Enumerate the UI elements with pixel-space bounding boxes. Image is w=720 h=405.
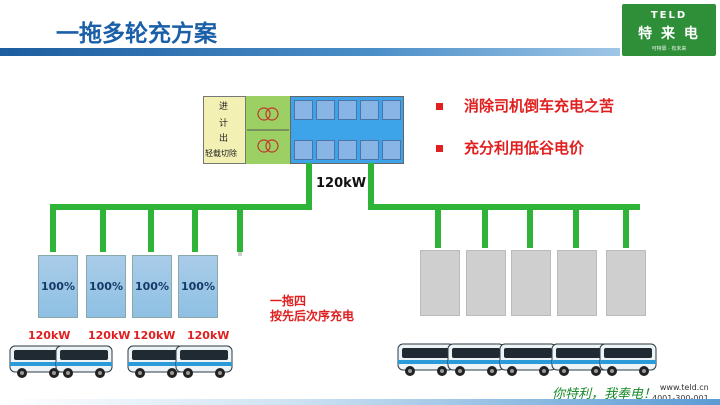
module-cell bbox=[316, 100, 335, 120]
charge-percent: 100% bbox=[181, 280, 215, 293]
module-cell bbox=[360, 100, 379, 120]
drop-line bbox=[623, 204, 629, 248]
charging-pile: 100% bbox=[178, 255, 218, 318]
drop-line bbox=[573, 204, 579, 248]
switch-label-out: 出 bbox=[219, 134, 229, 144]
bullet-marker bbox=[436, 103, 443, 110]
module-cell bbox=[338, 100, 357, 120]
bus-icon bbox=[175, 345, 233, 379]
charge-level-fill bbox=[133, 256, 171, 317]
bullet-off-peak-price: 充分利用低谷电价 bbox=[464, 139, 585, 157]
module-cell bbox=[360, 140, 379, 160]
switch-label-meter: 计 bbox=[219, 119, 229, 129]
charging-pile: 100% bbox=[86, 255, 126, 318]
bus-power-label: 120kW bbox=[316, 176, 367, 191]
bus-kw-label: 120kW bbox=[187, 329, 230, 342]
logo-en-text: TELD bbox=[650, 10, 688, 21]
drop-line bbox=[237, 204, 243, 252]
transformer-icon bbox=[247, 107, 289, 153]
module-cell bbox=[316, 140, 335, 160]
drop-line bbox=[435, 204, 441, 248]
title-underline-bar bbox=[0, 48, 620, 56]
drop-line bbox=[482, 204, 488, 248]
feeder-line-left bbox=[306, 163, 312, 207]
charge-percent: 100% bbox=[89, 280, 123, 293]
switch-label-in: 进 bbox=[219, 102, 229, 112]
charging-pile: 100% bbox=[132, 255, 172, 318]
bus-kw-label: 120kW bbox=[28, 329, 71, 342]
drop-line bbox=[100, 204, 106, 252]
module-cell bbox=[338, 140, 357, 160]
footer-phone: 4001-300-001 bbox=[652, 393, 709, 404]
bus-icon bbox=[55, 345, 113, 379]
switch-label-light-load-cut: 轻载切除 bbox=[205, 149, 237, 158]
module-cell bbox=[382, 140, 401, 160]
charge-percent: 100% bbox=[41, 280, 75, 293]
bottom-decor-bar bbox=[0, 399, 720, 405]
feeder-line-right bbox=[368, 163, 374, 207]
charging-pile: 100% bbox=[38, 255, 78, 318]
footer-website: www.teld.cn bbox=[659, 383, 709, 392]
charging-pile-idle bbox=[511, 250, 551, 316]
drop-line bbox=[148, 204, 154, 252]
charge-percent: 100% bbox=[135, 280, 169, 293]
logo-cn-text: 特 来 电 bbox=[638, 26, 700, 42]
footer-contact: www.teld.cn 4001-300-001 bbox=[652, 382, 709, 404]
drop-line bbox=[50, 204, 56, 252]
right-bus-line bbox=[368, 204, 640, 210]
charging-pile-idle bbox=[420, 250, 460, 316]
charging-pile-idle bbox=[466, 250, 506, 316]
charge-level-fill bbox=[39, 256, 77, 317]
bus-kw-label: 120kW bbox=[88, 329, 131, 342]
bullet-eliminate-reversing: 消除司机倒车充电之苦 bbox=[464, 97, 615, 115]
drop-line bbox=[527, 204, 533, 248]
bus-icon bbox=[499, 343, 557, 377]
bus-icon bbox=[447, 343, 505, 377]
bus-icon bbox=[599, 343, 657, 377]
logo-subtitle: 可特靠 · 有未来 bbox=[651, 46, 687, 52]
bus-icon bbox=[397, 343, 455, 377]
drop-line bbox=[192, 204, 198, 252]
slide-title: 一拖多轮充方案 bbox=[56, 21, 217, 47]
annotation-sequential: 按先后次序充电 bbox=[270, 309, 355, 323]
module-cell bbox=[294, 100, 313, 120]
module-cell bbox=[294, 140, 313, 160]
charging-pile-idle bbox=[557, 250, 597, 316]
left-bus-line bbox=[50, 204, 312, 210]
annotation-one-to-four: 一拖四 bbox=[270, 294, 307, 308]
bullet-marker bbox=[436, 145, 443, 152]
footer-slogan: 你特利，我奉电！ bbox=[552, 387, 657, 402]
charging-pile-idle bbox=[606, 250, 646, 316]
teld-logo: TELD 特 来 电 可特靠 · 有未来 bbox=[622, 4, 716, 56]
charge-level-fill bbox=[87, 256, 125, 317]
bus-fleet bbox=[9, 343, 657, 379]
bus-kw-label: 120kW bbox=[133, 329, 176, 342]
connector-stub bbox=[238, 252, 242, 256]
charge-level-fill bbox=[179, 256, 217, 317]
module-cell bbox=[382, 100, 401, 120]
